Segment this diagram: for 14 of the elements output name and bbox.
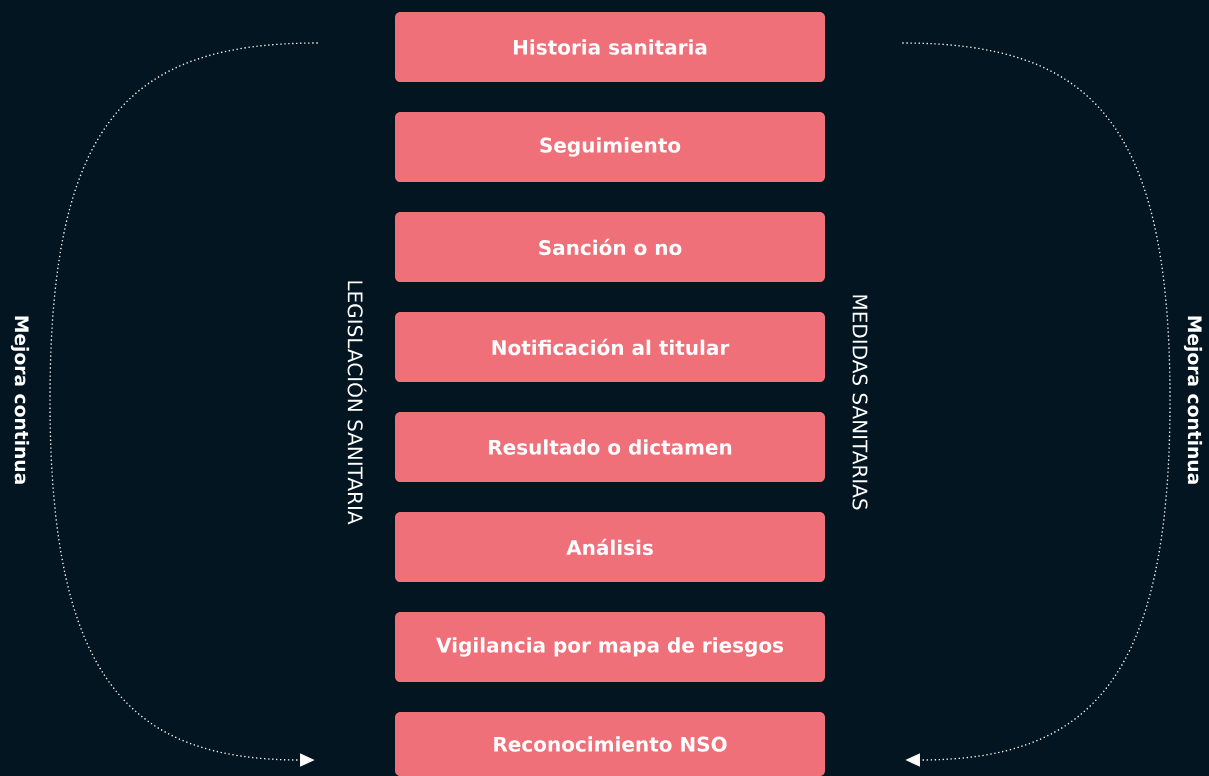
process-box: Sanción o no (395, 212, 825, 282)
process-box: Análisis (395, 512, 825, 582)
process-box: Historia sanitaria (395, 12, 825, 82)
process-box: Reconocimiento NSO (395, 712, 825, 776)
process-box: Vigilancia por mapa de riesgos (395, 612, 825, 682)
edge-label: Mejora continua (10, 316, 30, 484)
process-box: Resultado o dictamen (395, 412, 825, 482)
side-label: LEGISLACIÓN SANITARIA (347, 281, 367, 525)
arrow (49, 42, 319, 767)
edge-label: Mejora continua (1183, 316, 1203, 484)
process-box: Notificación al titular (395, 312, 825, 382)
process-box: Seguimiento (395, 112, 825, 182)
arrow (901, 42, 1171, 767)
side-label: MEDIDAS SANITARIAS (852, 295, 868, 510)
